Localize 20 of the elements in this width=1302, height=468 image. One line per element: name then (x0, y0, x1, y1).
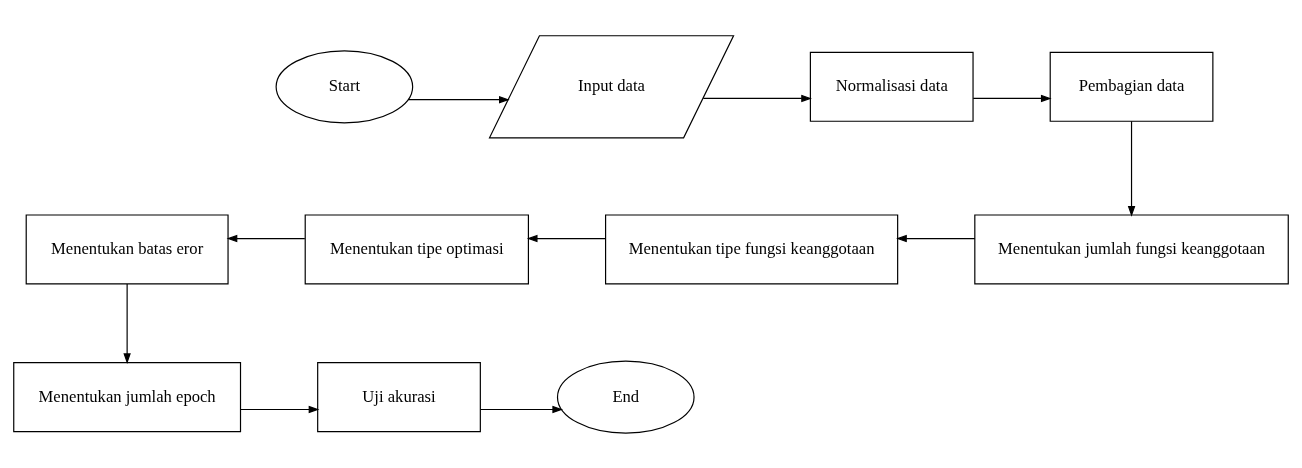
node-ellipse: Start (275, 49, 414, 123)
node-box: Menentukan jumlah epoch (13, 361, 242, 432)
arrow (226, 234, 306, 242)
node-box: Menentukan batas eror (25, 213, 229, 284)
arrow (1127, 120, 1136, 217)
node-box: Menentukan tipe optimasi (304, 213, 529, 284)
arrow (972, 94, 1052, 102)
arrow (407, 95, 510, 103)
node-box: Pembagian data (1049, 51, 1214, 122)
arrow (479, 405, 564, 413)
arrow (702, 94, 812, 102)
node-box: Uji akurasi (317, 361, 481, 432)
arrow (240, 405, 320, 413)
node-box: Normalisasi data (809, 51, 974, 122)
arrow (896, 234, 976, 242)
arrow (123, 283, 131, 364)
arrow (526, 234, 606, 242)
node-box: Menentukan tipe fungsi keanggotaan (605, 213, 899, 284)
node-ellipse: End (556, 360, 695, 434)
node-box: Menentukan jumlah fungsi keanggotaan (974, 213, 1289, 284)
